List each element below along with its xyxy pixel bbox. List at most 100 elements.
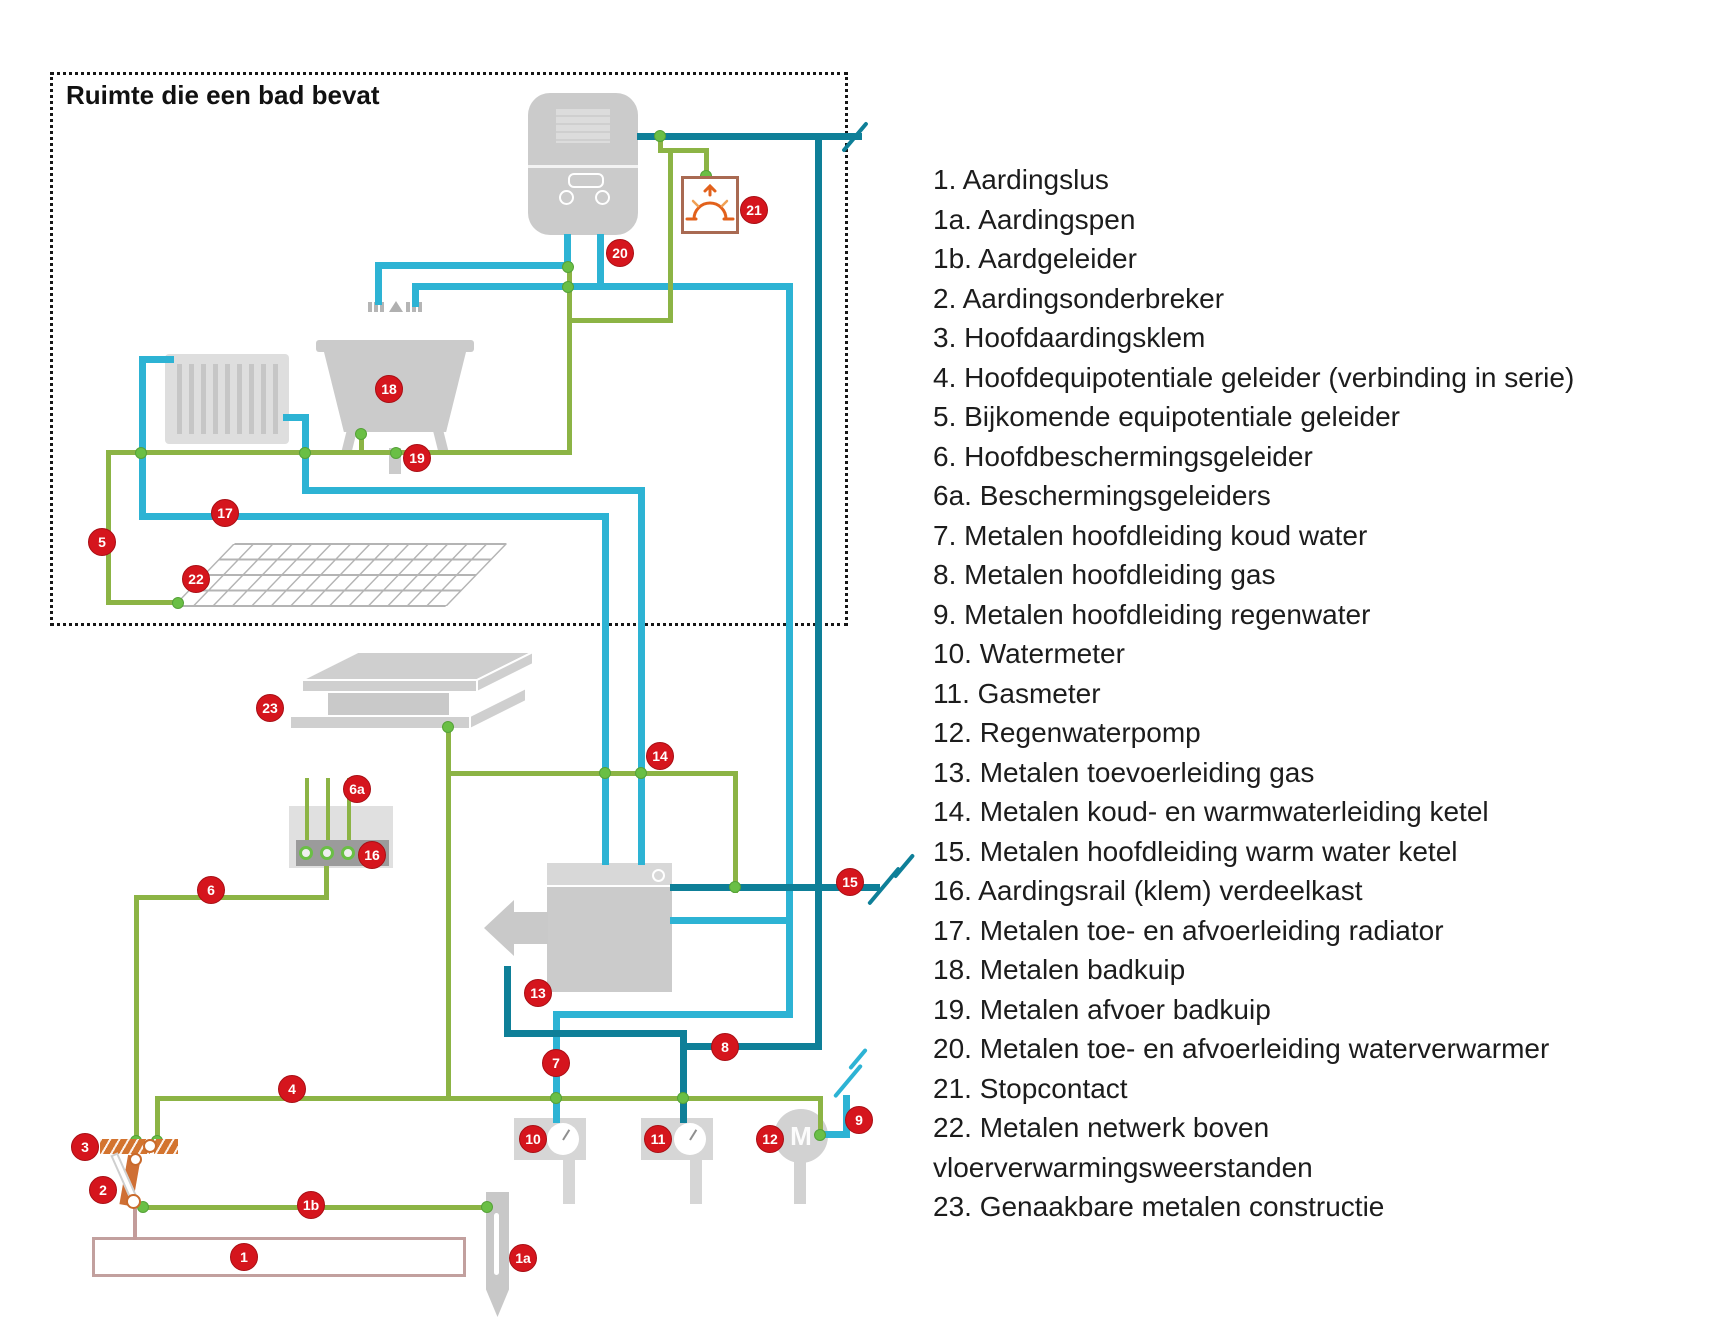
legend-item: 9. Metalen hoofdleiding regenwater (933, 598, 1371, 630)
radiator-fin (249, 364, 254, 434)
pipe-rainwater-to-pump (822, 1131, 850, 1138)
legend-item: 12. Regenwaterpomp (933, 717, 1201, 748)
earth-rod-slot (494, 1213, 499, 1275)
pipe-gas-to-meter (680, 1030, 687, 1123)
bathroom-zone-border (50, 72, 848, 626)
pipe-ketel-riser-b (638, 487, 645, 865)
boiler-ketel-dial (652, 869, 665, 882)
junction-dot (355, 428, 367, 440)
warmwater-break-mark (892, 853, 916, 879)
legend-item: 15. Metalen hoofdleiding warm water kete… (933, 835, 1458, 867)
legend-item: 1a. Aardingspen (933, 203, 1136, 235)
earth-line4-drop (818, 1096, 823, 1138)
pipe-bath-hot-drop (375, 262, 382, 305)
badge-1: 1 (230, 1243, 258, 1271)
earth-bath-leg-stub (359, 432, 364, 454)
badge-6a: 6a (343, 775, 371, 803)
junction-dot (814, 1129, 826, 1141)
junction-dot (481, 1201, 493, 1213)
earth-heater-link (567, 318, 673, 323)
faucet-icon (389, 301, 403, 312)
boiler-ketel-top-band (547, 863, 672, 887)
earth-line4-horiz (155, 1096, 823, 1101)
pipe-gas-flue-down (504, 966, 511, 1037)
radiator-fin (189, 364, 194, 434)
badge-9: 9 (845, 1106, 873, 1134)
radiator-fin (213, 364, 218, 434)
rainwater-break-mark (832, 1063, 864, 1099)
legend-item: 19. Metalen afvoer badkuip (933, 993, 1271, 1025)
earth-line5-down (106, 450, 111, 605)
earthing-clamp-bar-right (154, 1139, 178, 1154)
badge-6: 6 (197, 876, 225, 904)
badge-1b: 1b (297, 1191, 325, 1219)
rail-terminal (341, 846, 355, 860)
pipe-gas-ketel-horiz (504, 1030, 687, 1037)
pipe-bath-cold-drop (412, 283, 419, 307)
badge-16: 16 (358, 841, 386, 869)
junction-dot (390, 447, 402, 459)
faucet-icon (412, 302, 416, 312)
earth-heater-pipes-down (567, 267, 572, 455)
junction-dot (654, 130, 666, 142)
earth-beam-down (446, 726, 451, 1101)
legend-item: 18. Metalen badkuip (933, 954, 1186, 985)
pipe-warm-water-line15 (670, 884, 880, 891)
junction-dot (599, 767, 611, 779)
badge-14: 14 (646, 742, 674, 770)
badge-17: 17 (211, 499, 239, 527)
water-heater-vent (568, 173, 604, 188)
pipe-cold-low (553, 1011, 793, 1018)
earth-heater-down (668, 148, 673, 323)
legend-item: 16. Aardingsrail (klem) verdeelkast (933, 875, 1363, 906)
badge-22: 22 (182, 565, 210, 593)
boiler-flue-arrow (484, 900, 548, 956)
bathtub-rim (316, 340, 474, 352)
disconnector-pin-bottom (126, 1194, 141, 1209)
junction-dot (635, 767, 647, 779)
faucet-icon (368, 302, 372, 312)
radiator-fin (273, 364, 278, 434)
badge-2: 2 (89, 1176, 117, 1204)
badge-10: 10 (519, 1125, 547, 1153)
legend-item: 1. Aardingslus (933, 164, 1109, 195)
disconnector-pin-top (129, 1153, 142, 1166)
water-meter-stem (563, 1160, 575, 1204)
radiator-fin (201, 364, 206, 434)
legend-item: 2. Aardingsonderbreker (933, 282, 1225, 314)
pipe-radiator-line17 (139, 513, 609, 520)
badge-18: 18 (375, 375, 403, 403)
badge-8: 8 (711, 1033, 739, 1061)
radiator-fin (237, 364, 242, 434)
badge-23: 23 (256, 694, 284, 722)
gas-meter-stem (690, 1160, 702, 1204)
earth-loop (92, 1237, 466, 1277)
water-meter-dial (547, 1123, 579, 1155)
faucet-icon (374, 302, 378, 312)
pipe-ketel-riser-a (602, 513, 609, 865)
junction-dot (562, 261, 574, 273)
pipe-radiator-return-stub (283, 414, 309, 421)
legend-item: 5. Bijkomende equipotentiale geleider (933, 401, 1400, 432)
rail-terminal (320, 846, 334, 860)
legend-item: 14. Metalen koud- en warmwaterleiding ke… (933, 796, 1489, 827)
junction-dot (562, 281, 574, 293)
badge-4: 4 (278, 1075, 306, 1103)
legend-item: 7. Metalen hoofdleiding koud water (933, 519, 1368, 551)
radiator-fin (225, 364, 230, 434)
badge-1a: 1a (509, 1244, 537, 1272)
pipe-gas-line8 (680, 1043, 822, 1050)
pipe-gas-riser (815, 133, 822, 1050)
socket-outlet-box (681, 176, 739, 234)
bathroom-zone-title: Ruimte die een bad bevat (66, 80, 380, 110)
radiator-fin (177, 364, 182, 434)
pipe-gas-top (637, 133, 862, 140)
legend-item: 6a. Beschermingsgeleiders (933, 480, 1271, 511)
loop-lead (133, 1200, 137, 1240)
badge-5: 5 (88, 528, 116, 556)
legend-item: 20. Metalen toe- en afvoerleiding waterv… (933, 1033, 1550, 1064)
gas-meter-dial (674, 1123, 706, 1155)
protective-conductor-wire (305, 778, 309, 844)
radiator-fin (261, 364, 266, 434)
